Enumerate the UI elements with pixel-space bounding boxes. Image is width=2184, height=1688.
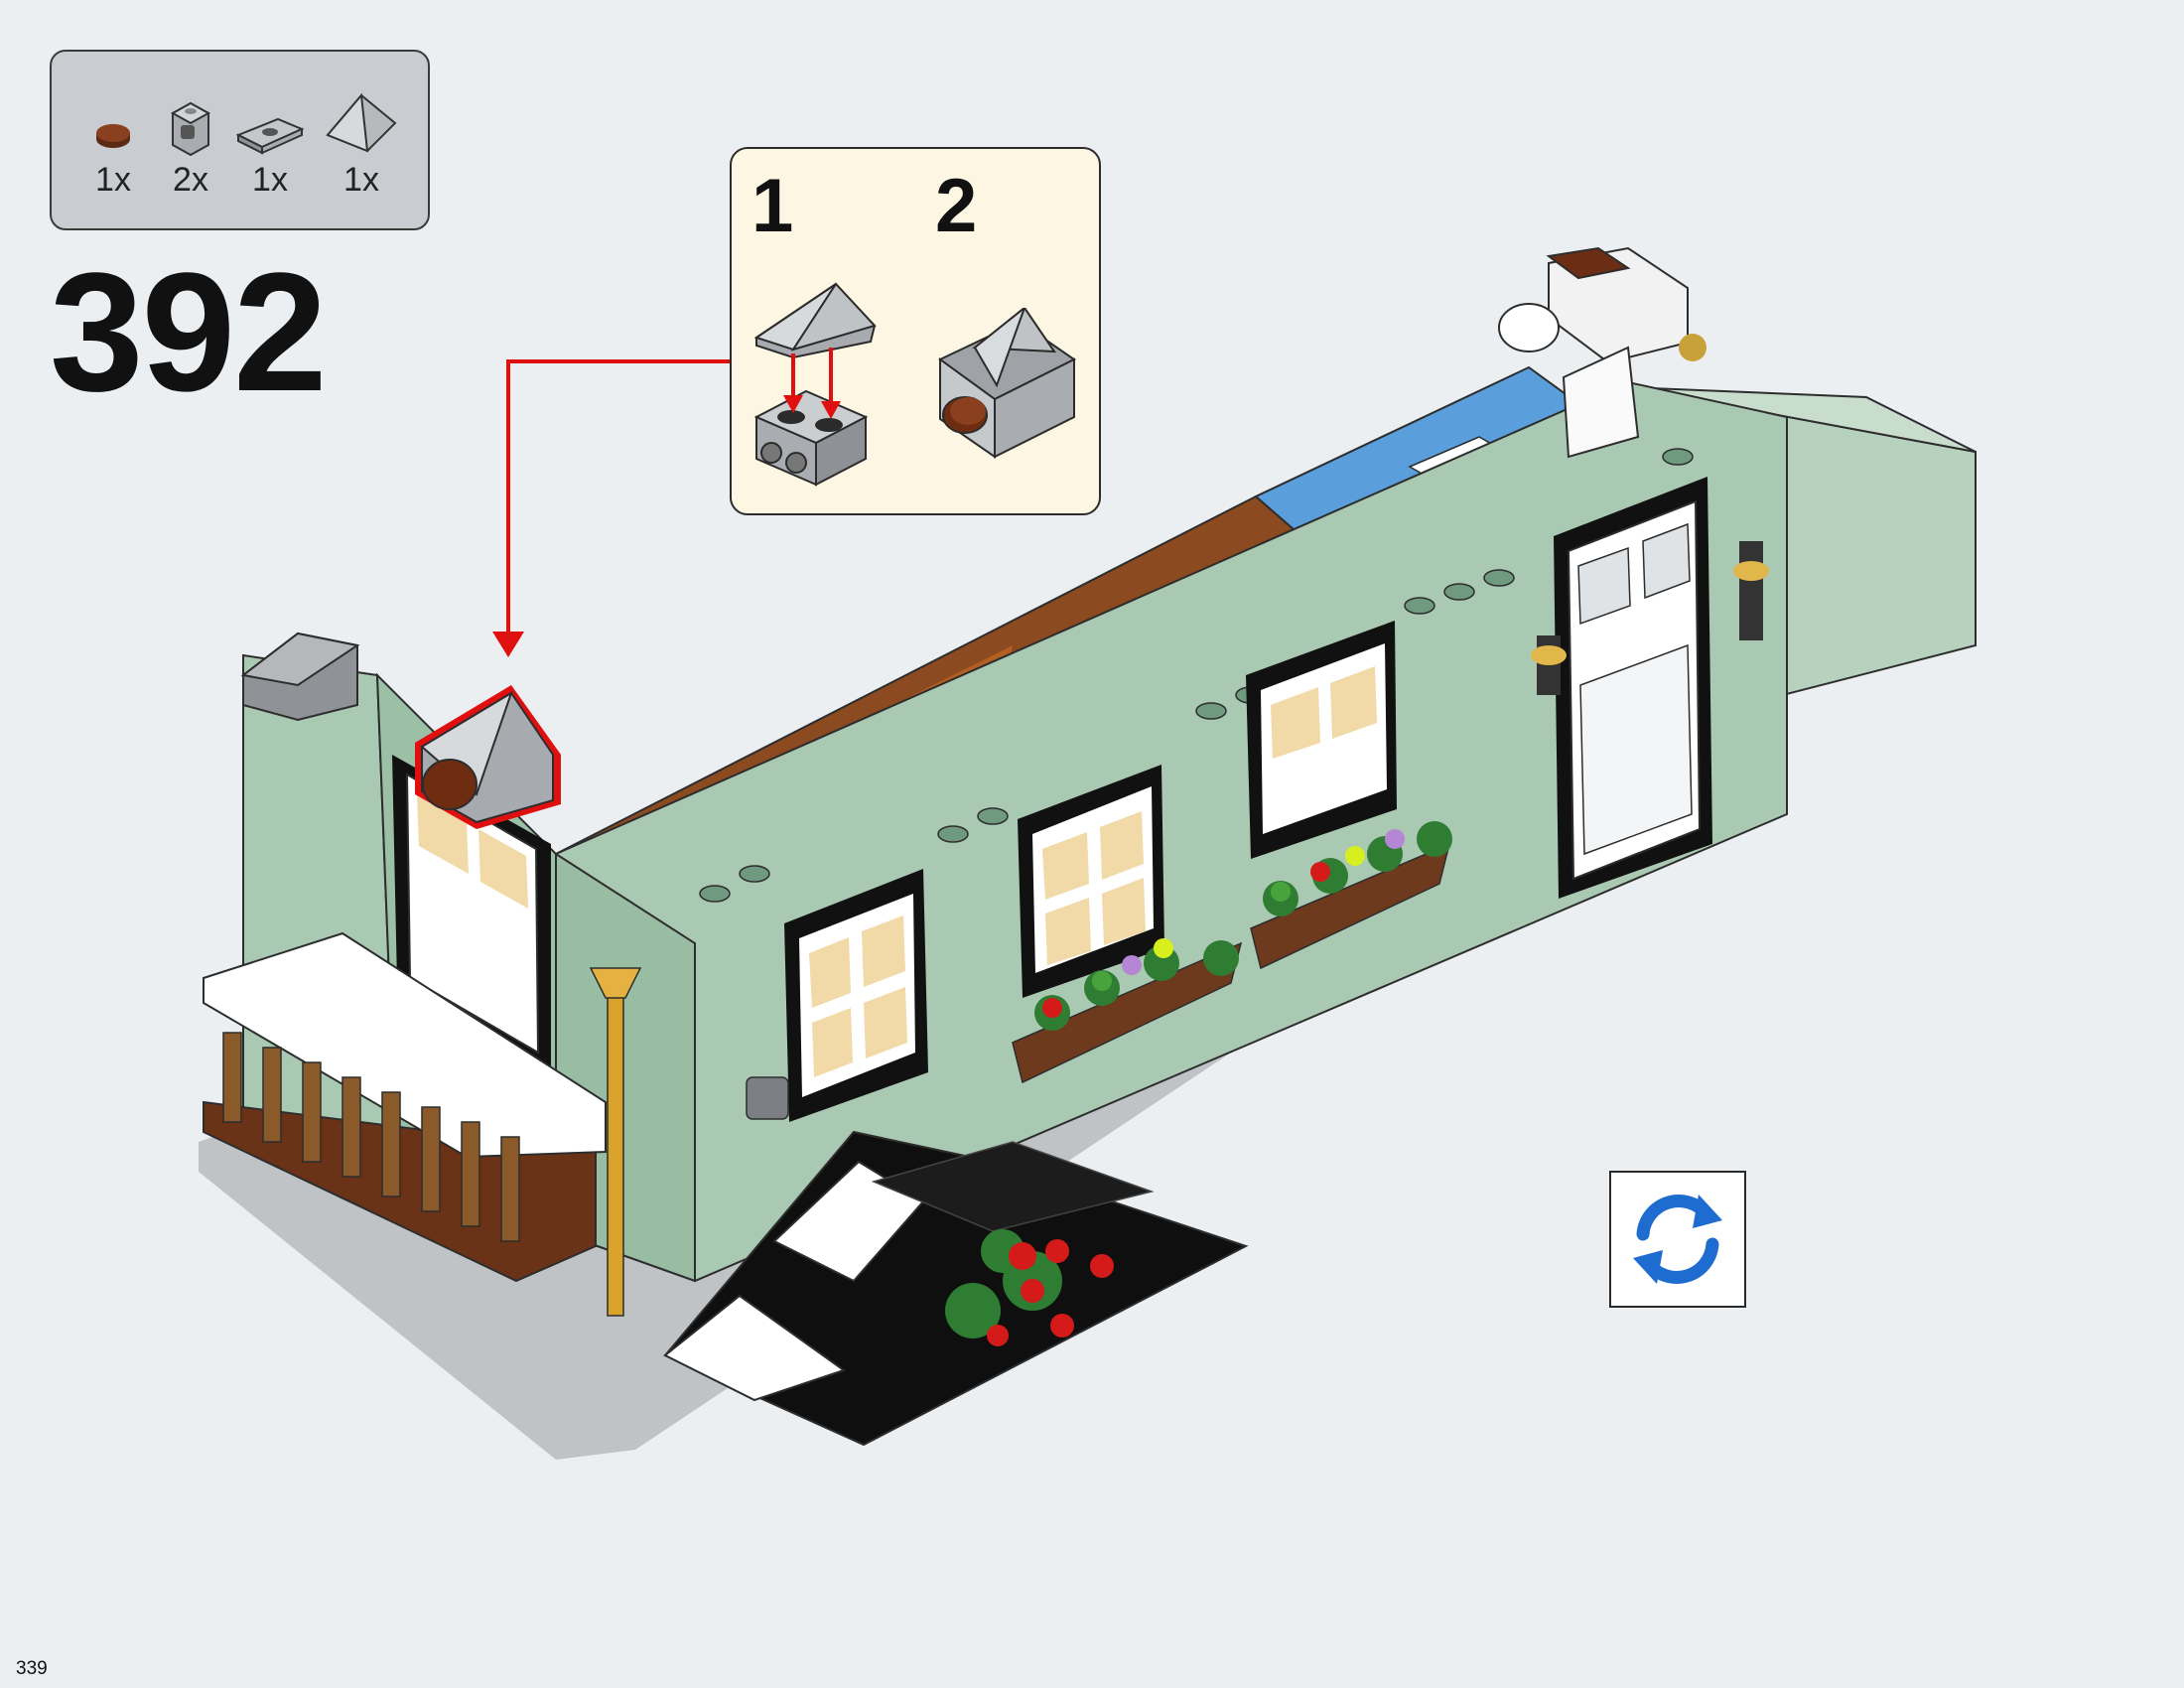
flower-box [1012,938,1243,1084]
bush [945,1229,1114,1346]
rooftop-details [1498,246,1706,459]
callout-subassembly: 1 2 [730,147,1101,515]
part-bracket: 2x [151,89,230,199]
flower-box [1250,821,1452,970]
substep-number: 1 [751,164,794,248]
door [1554,477,1712,899]
rotate-icon [1633,1195,1722,1284]
entrance-steps [663,1130,1249,1447]
part-qty: 1x [343,161,379,199]
lamp-post [589,967,642,1317]
substep-2-illustration [938,308,1076,459]
window [1018,765,1164,998]
window [1246,621,1397,859]
part-qty: 1x [95,161,131,199]
part-pyramid: 1x [322,89,401,199]
step-number: 392 [50,238,328,427]
window [784,869,928,1122]
round-tile-brown-icon [96,124,130,148]
wall-lamp [1531,635,1567,695]
substep-number: 2 [935,164,978,248]
part-round-tile: 1x [73,89,153,199]
callout-arrowhead [492,632,524,657]
pyramid-slope-gray-icon [326,92,397,153]
jumper-plate-gray-icon [235,117,305,155]
page-number: 339 [16,1658,48,1679]
wall-lamp [1733,541,1769,640]
rotate-button[interactable] [1609,1171,1746,1308]
balcony [203,931,607,1283]
substep-1-illustration [753,282,877,487]
new-part-highlight [415,685,561,829]
part-jumper: 1x [230,89,310,199]
parts-list: 1x 2x 1x 1x [50,50,430,230]
part-qty: 2x [173,161,208,199]
bracket-brick-gray-icon [170,101,211,157]
part-qty: 1x [252,161,288,199]
callout-connector-arrow [506,359,730,635]
